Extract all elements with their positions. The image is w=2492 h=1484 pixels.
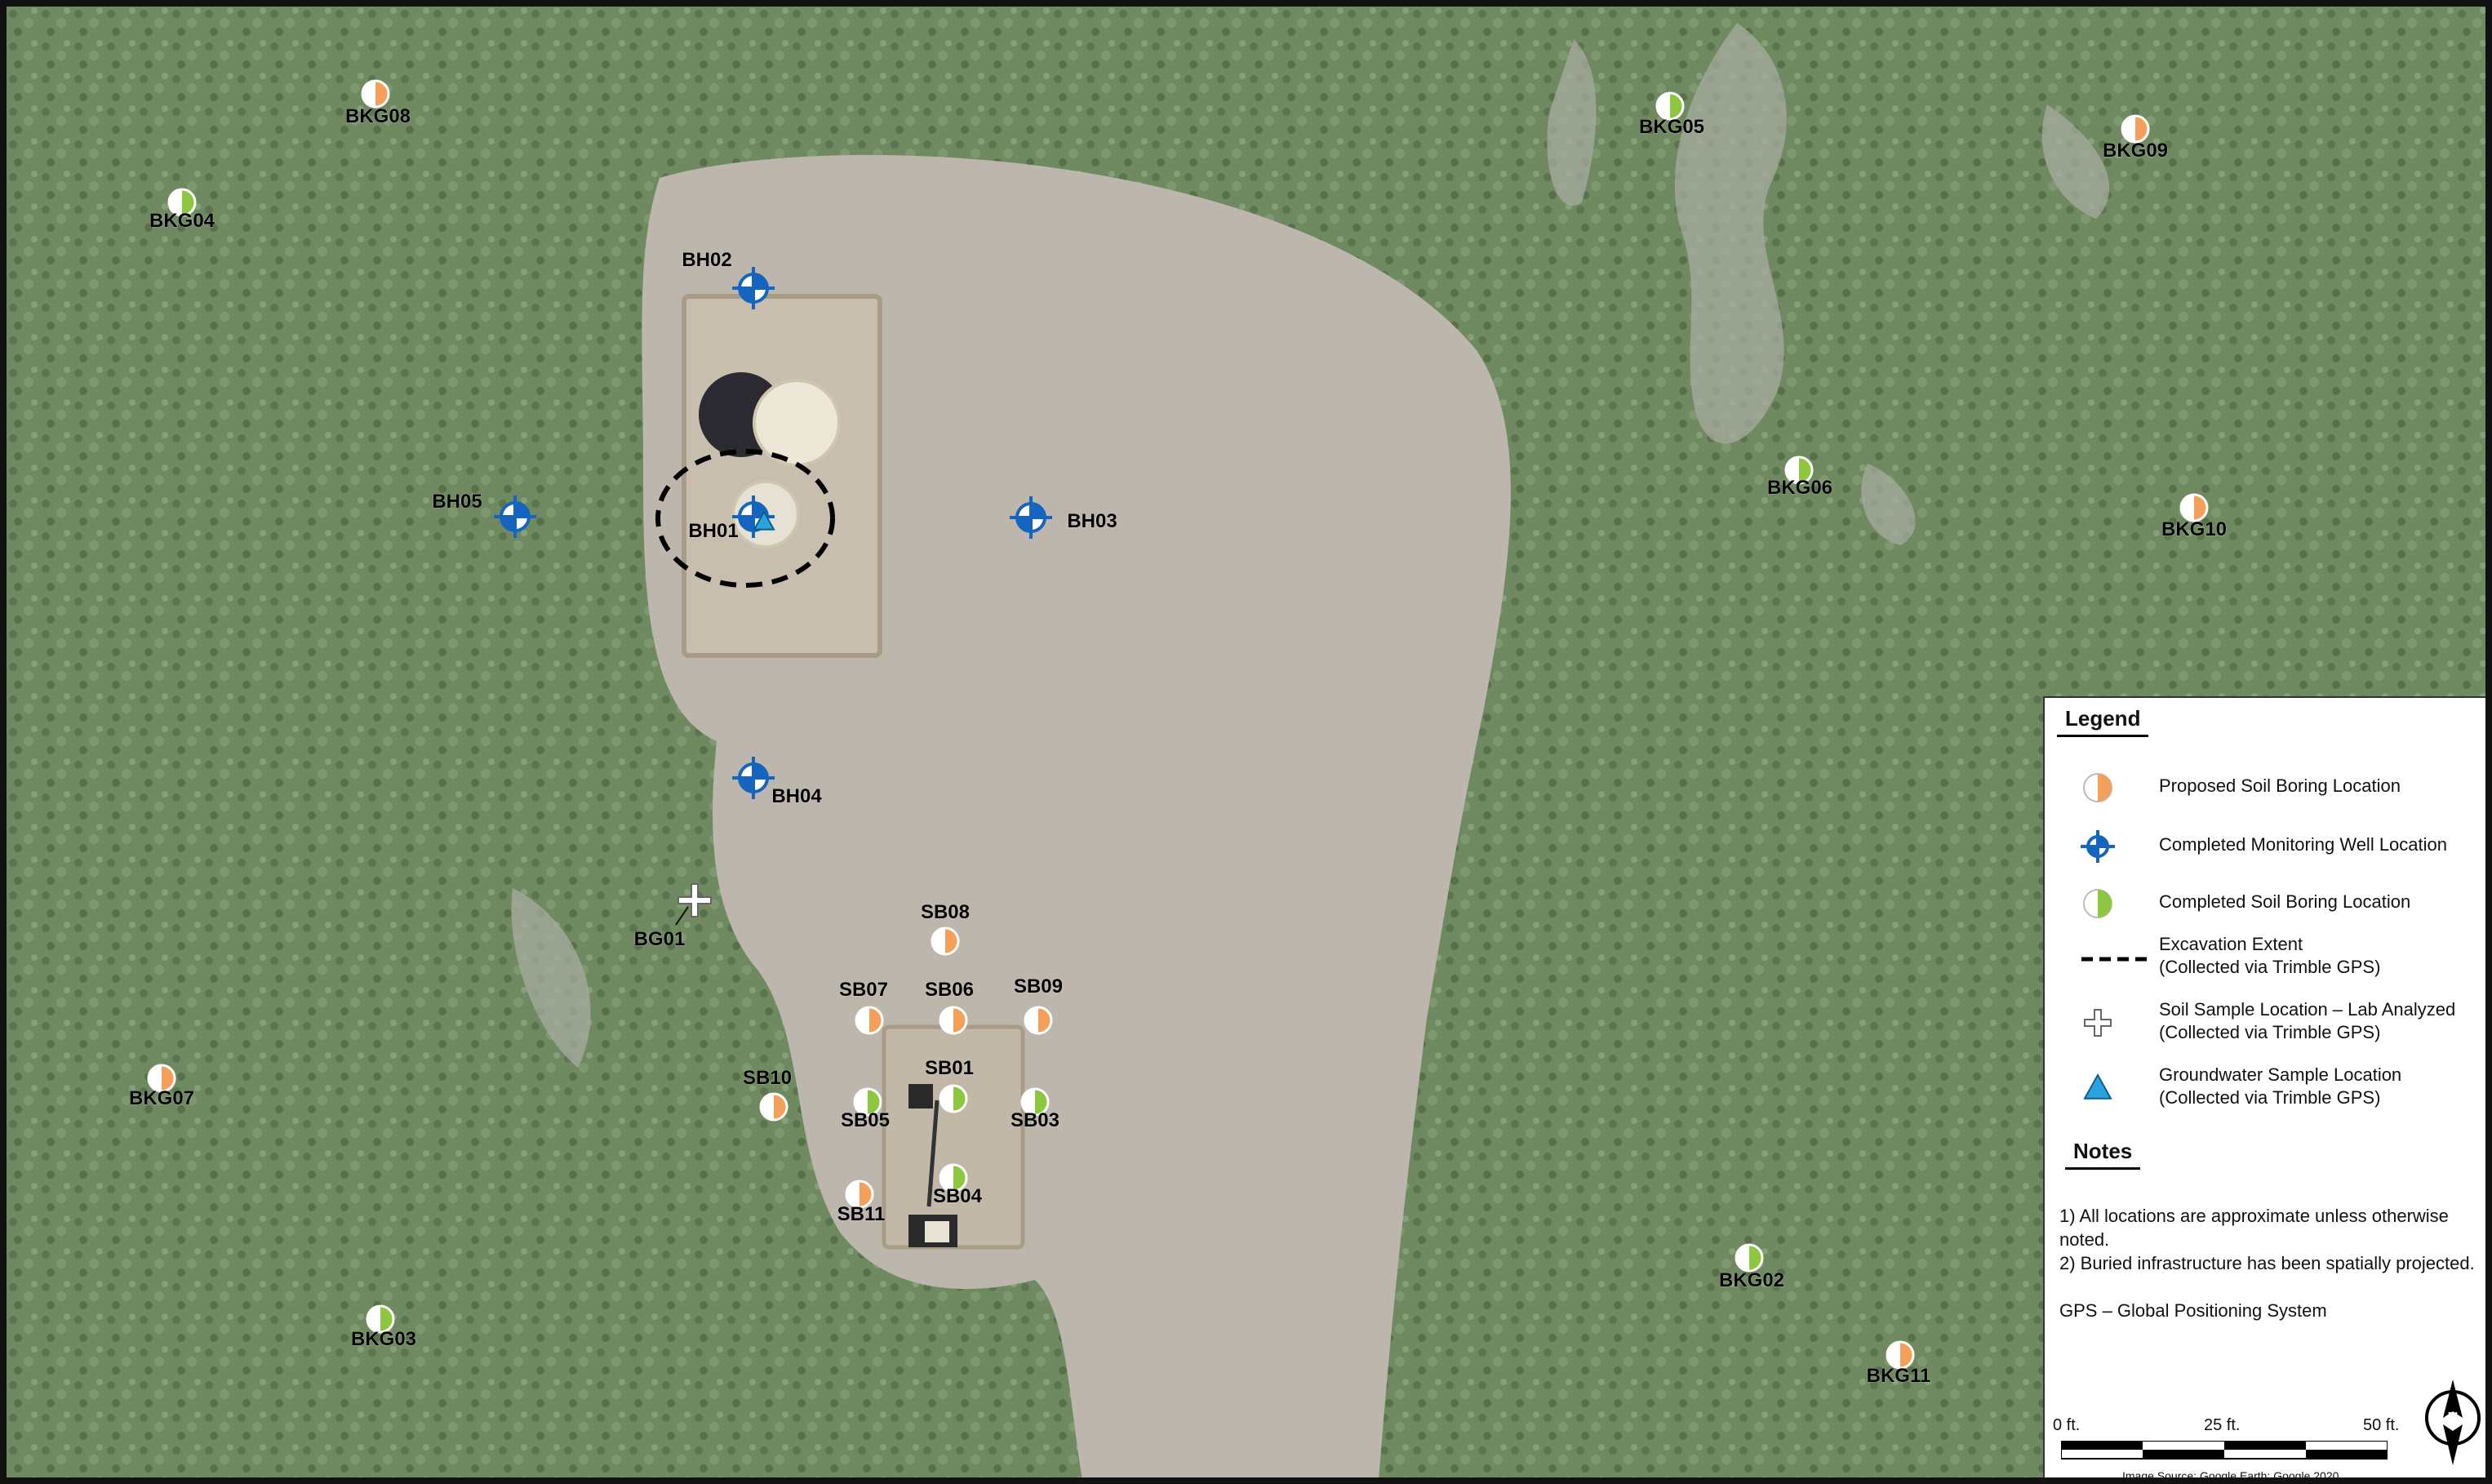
scale-bar-graphic	[2061, 1441, 2388, 1460]
sample-point-sb07[interactable]: SB07	[838, 979, 889, 1035]
point-label-bkg02: BKG02	[1719, 1269, 1784, 1291]
legend-item-completed-soil: Completed Soil Boring Location	[2045, 879, 2485, 928]
soil-sample-icon	[2084, 1009, 2112, 1037]
excavation-icon	[2081, 957, 2147, 962]
notes-title: Notes	[2065, 1139, 2141, 1170]
sample-point-bkg03[interactable]: BKG03	[350, 1304, 417, 1351]
point-label-bkg04: BKG04	[149, 210, 215, 232]
point-label-sb03: SB03	[1011, 1109, 1059, 1131]
legend-item-label: Soil Sample Location – Lab Analyzed (Col…	[2159, 999, 2456, 1042]
sample-point-sb11[interactable]: SB11	[837, 1180, 886, 1226]
sample-point-bkg05[interactable]: BKG05	[1638, 91, 1705, 139]
legend-item-label: Proposed Soil Boring Location	[2159, 775, 2401, 796]
point-label-bkg07: BKG07	[129, 1087, 194, 1109]
legend-item-label: Completed Soil Boring Location	[2159, 891, 2411, 912]
sample-point-bkg11[interactable]: BKG11	[1866, 1340, 1931, 1388]
point-label-bh04: BH04	[771, 785, 822, 807]
sample-point-bkg07[interactable]: BKG07	[128, 1064, 195, 1110]
sample-point-sb06[interactable]: SB06	[924, 979, 975, 1035]
point-label-bh02: BH02	[682, 249, 731, 271]
image-source: Image Source: Google Earth; Google 2020	[2122, 1469, 2339, 1482]
sample-point-bkg10[interactable]: BKG10	[2161, 493, 2228, 541]
scale-label-0: 0 ft.	[2053, 1416, 2081, 1434]
legend-item-label: Groundwater Sample Location (Collected v…	[2159, 1064, 2402, 1108]
proposed-icon	[2083, 773, 2112, 802]
sample-point-sb01[interactable]: SB01	[924, 1057, 975, 1113]
sample-point-bh03[interactable]: BH03	[1010, 496, 1117, 539]
sample-point-bh02[interactable]: BH02	[682, 249, 775, 309]
excavation-extent[interactable]	[655, 449, 835, 588]
point-label-sb01: SB01	[925, 1057, 974, 1079]
sample-point-bkg09[interactable]: BKG09	[2102, 114, 2169, 162]
point-label-bkg10: BKG10	[2161, 518, 2227, 540]
legend-title: Legend	[2057, 706, 2149, 737]
point-label-bkg08: BKG08	[345, 105, 411, 127]
point-label-sb06: SB06	[925, 979, 974, 1001]
scale-label-50: 50 ft.	[2363, 1416, 2400, 1434]
legend-item-proposed: Proposed Soil Boring Location	[2045, 763, 2485, 812]
point-label-sb10: SB10	[743, 1067, 792, 1089]
sample-point-sb10[interactable]: SB10	[742, 1067, 793, 1122]
monitoring-well-icon	[2081, 830, 2115, 863]
point-label-bkg03: BKG03	[351, 1328, 416, 1350]
sample-point-sb09[interactable]: SB09	[1013, 975, 1064, 1035]
completed-soil-icon	[2083, 889, 2112, 918]
sample-point-bkg06[interactable]: BKG06	[1766, 455, 1833, 500]
sample-point-sb03[interactable]: SB03	[1010, 1087, 1060, 1132]
point-label-bg01: BG01	[634, 928, 686, 950]
point-label-bkg05: BKG05	[1639, 116, 1704, 138]
legend-item-label: Excavation Extent (Collected via Trimble…	[2159, 934, 2381, 977]
point-label-sb09: SB09	[1014, 975, 1063, 997]
sample-point-sb08[interactable]: SB08	[920, 901, 971, 956]
equipment-block	[925, 1221, 949, 1242]
groundwater-icon	[2083, 1073, 2112, 1100]
sample-point-bkg02[interactable]: BKG02	[1718, 1243, 1785, 1292]
tank-light	[753, 379, 841, 467]
point-label-bkg06: BKG06	[1767, 477, 1832, 499]
equipment-block	[908, 1084, 933, 1109]
notes-text: 1) All locations are approximate unless …	[2059, 1206, 2475, 1321]
north-arrow-icon: N	[2425, 1380, 2481, 1465]
point-label-sb11: SB11	[837, 1203, 886, 1225]
point-label-sb04: SB04	[933, 1185, 983, 1207]
sample-point-bkg04[interactable]: BKG04	[149, 188, 215, 233]
legend-item-excavation: Excavation Extent (Collected via Trimble…	[2045, 933, 2485, 982]
sample-point-bg01[interactable]: BG01	[633, 883, 712, 951]
point-label-bkg09: BKG09	[2103, 140, 2168, 162]
point-label-bh03: BH03	[1067, 510, 1117, 532]
north-label: N	[2448, 1410, 2459, 1426]
legend-item-groundwater: Groundwater Sample Location (Collected v…	[2045, 1064, 2485, 1113]
scale-bar: 0 ft. 25 ft. 50 ft.	[2045, 1416, 2436, 1465]
sample-point-bh01[interactable]: BH01	[688, 495, 775, 543]
point-label-bkg11: BKG11	[1867, 1365, 1931, 1387]
clearing-patches	[511, 23, 2110, 1068]
sample-point-sb05[interactable]: SB05	[840, 1087, 891, 1132]
sample-point-sb04[interactable]: SB04	[932, 1163, 983, 1208]
sample-point-bkg08[interactable]: BKG08	[344, 79, 411, 128]
sample-point-bh04[interactable]: BH04	[732, 757, 823, 808]
tank-enclosure	[682, 294, 882, 658]
sample-point-bh05[interactable]: BH05	[432, 491, 536, 538]
point-label-bh01: BH01	[688, 520, 738, 542]
legend-item-monitoring-well: Completed Monitoring Well Location	[2045, 822, 2485, 871]
pipeline	[926, 1100, 939, 1207]
point-label-sb08: SB08	[921, 901, 970, 923]
scale-label-25: 25 ft.	[2204, 1416, 2241, 1434]
legend-item-label: Completed Monitoring Well Location	[2159, 834, 2447, 855]
point-label-bh05: BH05	[432, 491, 482, 513]
legend-item-soil-sample: Soil Sample Location – Lab Analyzed (Col…	[2045, 998, 2485, 1047]
point-label-sb07: SB07	[839, 979, 888, 1001]
point-label-sb05: SB05	[841, 1109, 890, 1131]
